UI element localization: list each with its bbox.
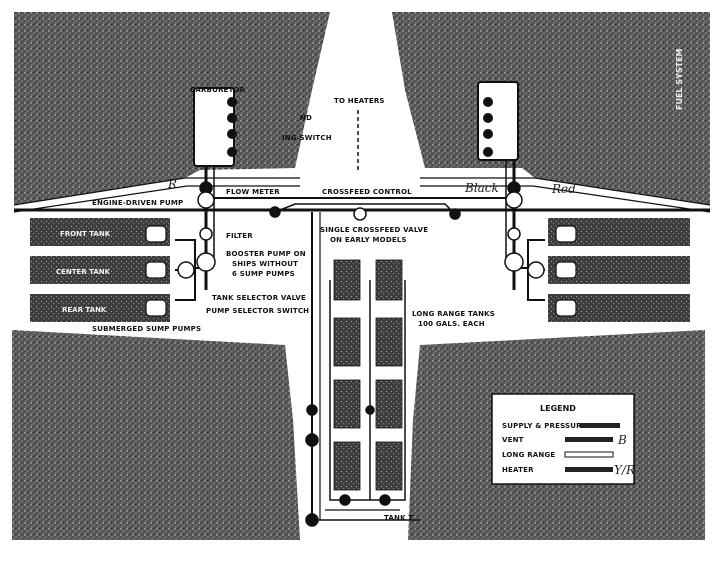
long-range-tanks [333, 259, 403, 491]
single-crossfeed-valve [353, 207, 367, 221]
left-tank-center-label: CENTER TANK [56, 268, 111, 276]
right-booster-pump [504, 252, 524, 272]
cold-start-fragment: ND [300, 114, 312, 122]
filter-label: FILTER [226, 232, 253, 240]
left-carburetor [193, 87, 237, 167]
right-upper-nacelle [392, 12, 710, 205]
crossfeed-control-label: CROSSFEED CONTROL [322, 188, 412, 196]
left-booster-pump [196, 252, 216, 272]
legend-item-supply: SUPPLY & PRESSURE [502, 422, 587, 430]
right-selector-valve [527, 261, 545, 279]
pumps-and-valves [177, 181, 545, 527]
carburetor-label: CARBURETOR [190, 86, 246, 94]
legend-title: LEGEND [540, 404, 576, 413]
legend-note-heater: Y/R [614, 463, 635, 477]
single-crossfeed-label-2: ON EARLY MODELS [330, 236, 407, 244]
to-heaters-label: TO HEATERS [334, 97, 385, 105]
legend-swatch-vent [565, 437, 613, 442]
legend-note-vent: B [617, 433, 627, 447]
left-filter [199, 227, 213, 241]
legend-swatch-supply [580, 423, 620, 428]
right-carburetor [477, 81, 519, 161]
flow-meter-label: FLOW METER [226, 188, 280, 196]
right-engine-pump [505, 191, 523, 209]
tank-selector-valve-label: TANK SELECTOR VALVE [212, 294, 306, 302]
legend-item-vent: VENT [502, 436, 524, 444]
left-tank-rear-label: REAR TANK [62, 306, 107, 314]
side-text: FUEL SYSTEM [675, 48, 684, 110]
crossfeed-valve-left [269, 206, 281, 218]
booster-pump-label-1: BOOSTER PUMP ON [226, 250, 306, 258]
left-engine-pump [197, 191, 215, 209]
legend-swatch-long-range [564, 451, 614, 458]
long-range-label-1: LONG RANGE TANKS [412, 310, 495, 318]
submerged-sump-pumps-label: SUBMERGED SUMP PUMPS [92, 325, 201, 333]
left-lower-wing [12, 330, 300, 540]
switch-fragment: ING SWITCH [282, 134, 332, 142]
crossfeed-valve-right [449, 208, 461, 220]
booster-pump-label-2: SHIPS WITHOUT [232, 260, 298, 268]
handwritten-red: Red [551, 182, 576, 196]
left-selector-valve [177, 261, 195, 279]
wing-edge-lines [13, 177, 711, 213]
left-upper-nacelle [14, 12, 330, 205]
legend: LEGEND SUPPLY & PRESSURE VENT B LONG RAN… [491, 393, 635, 485]
right-filter [507, 227, 521, 241]
legend-item-heater: HEATER [502, 466, 534, 474]
long-range-label-2: 100 GALS. EACH [418, 320, 485, 328]
sump-pumps-right [555, 225, 577, 317]
left-tank-front-label: FRONT TANK [60, 230, 111, 238]
tank-fragment-label: TANK T [384, 514, 413, 522]
legend-item-long-range: LONG RANGE [502, 451, 555, 459]
engine-driven-pump-label: ENGINE-DRIVEN PUMP [92, 199, 183, 207]
handwritten-black: Black [464, 181, 499, 195]
booster-pump-label-3: 6 SUMP PUMPS [232, 270, 295, 278]
handwritten-r: R [167, 177, 177, 191]
pump-selector-switch-label: PUMP SELECTOR SWITCH [206, 307, 309, 315]
legend-swatch-heater [565, 467, 613, 472]
sump-pumps-left [145, 225, 167, 317]
single-crossfeed-label-1: SINGLE CROSSFEED VALVE [320, 226, 428, 234]
